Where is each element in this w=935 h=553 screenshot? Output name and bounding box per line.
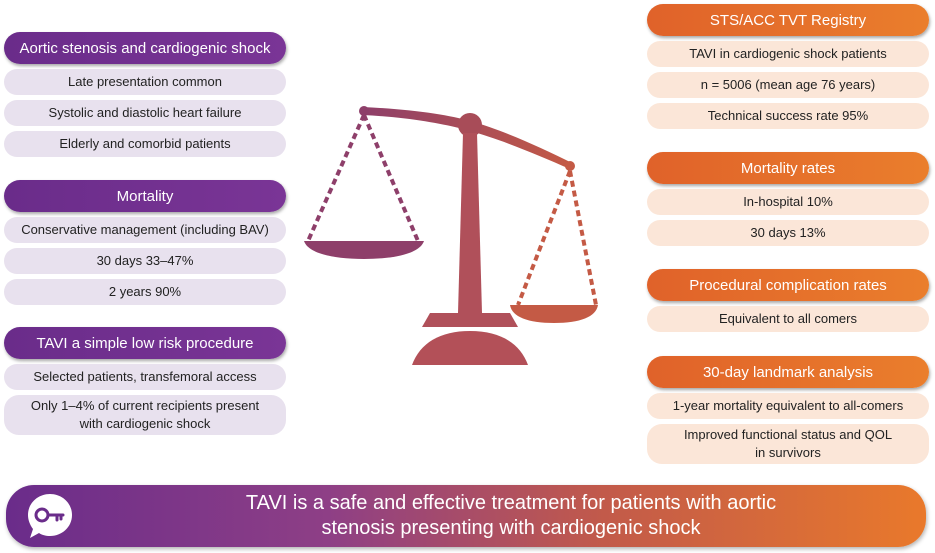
conclusion-line-2: stenosis presenting with cardiogenic sho… [321,517,701,539]
mortality-header: Mortality [4,180,286,212]
scale-base [422,313,518,327]
scale-left-knob [359,106,369,116]
tavi-shock-patients-item: TAVI in cardiogenic shock patients [647,41,929,67]
elderly-comorbid-item: Elderly and comorbid patients [4,131,286,157]
balance-scale-icon [304,106,598,365]
rate-30-days-item: 30 days 13% [647,220,929,246]
one-year-mortality-item: 1-year mortality equivalent to all-comer… [647,393,929,419]
scale-foot [412,331,528,365]
registry-header: STS/ACC TVT Registry [647,4,929,36]
late-presentation-item: Late presentation common [4,69,286,95]
scale-beam [362,107,572,169]
scale-left-pan [304,241,424,259]
scale-pillar [458,133,482,313]
landmark-analysis-header: 30-day landmark analysis [647,356,929,388]
functional-status-item: Improved functional status and QOL in su… [647,424,929,464]
tavi-procedure-header: TAVI a simple low risk procedure [4,327,286,359]
scale-right-knob [565,161,575,171]
scale-pivot [458,113,482,137]
selected-patients-item: Selected patients, transfemoral access [4,364,286,390]
in-hospital-item: In-hospital 10% [647,189,929,215]
scale-left-chain-inner [362,114,420,242]
scale-right-pan [510,305,598,323]
equivalent-all-comers-item: Equivalent to all comers [647,306,929,332]
recipients-shock-line-2: with cardiogenic shock [79,416,211,431]
heart-failure-item: Systolic and diastolic heart failure [4,100,286,126]
conservative-management-item: Conservative management (including BAV) [4,217,286,243]
conclusion-text: TAVI is a safe and effective treatment f… [116,491,906,541]
aortic-stenosis-header: Aortic stenosis and cardiogenic shock [4,32,286,64]
mortality-30-days-item: 30 days 33–47% [4,248,286,274]
complication-rates-header: Procedural complication rates [647,269,929,301]
recipients-shock-line-1: Only 1–4% of current recipients present [30,398,260,413]
scale-left-chain-outer [306,114,366,242]
conclusion-banner: TAVI is a safe and effective treatment f… [6,485,926,547]
scale-right-chain-inner [568,170,598,306]
scale-right-chain-outer [516,170,572,306]
conclusion-line-1: TAVI is a safe and effective treatment f… [245,492,777,514]
functional-status-line-2: in survivors [755,445,821,460]
recipients-shock-item: Only 1–4% of current recipients present … [4,395,286,435]
key-icon [28,494,72,538]
technical-success-item: Technical success rate 95% [647,103,929,129]
registry-n-item: n = 5006 (mean age 76 years) [647,72,929,98]
mortality-rates-header: Mortality rates [647,152,929,184]
mortality-2-years-item: 2 years 90% [4,279,286,305]
functional-status-line-1: Improved functional status and QOL [683,427,893,442]
